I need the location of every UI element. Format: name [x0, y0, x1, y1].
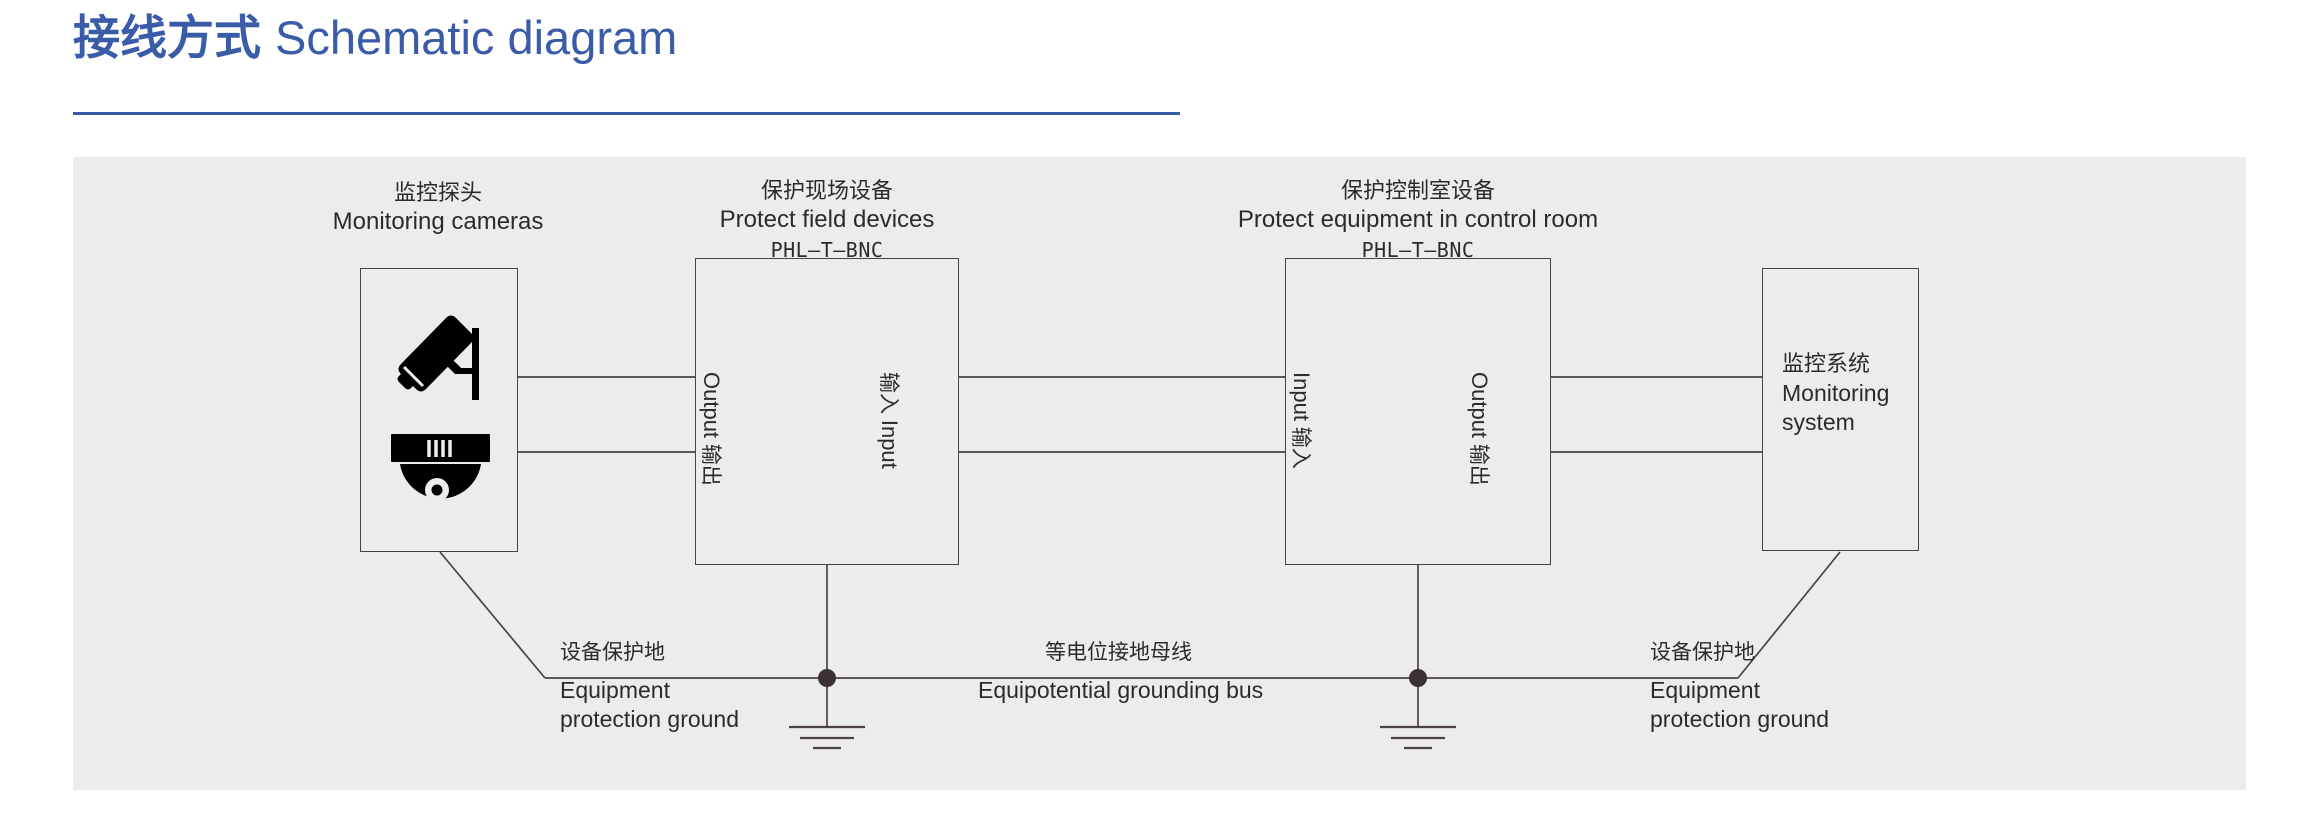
field-device-input-port-label: 输入 Input: [877, 372, 902, 469]
ground-left-label-cn: 设备保护地: [560, 640, 665, 666]
control-output-en: Output: [1467, 372, 1492, 439]
camera-caption-cn: 监控探头: [393, 180, 482, 205]
camera-caption-en: Monitoring cameras: [332, 207, 544, 235]
monitoring-system-en-2: system: [1782, 409, 1855, 436]
bullet-camera-icon: [383, 300, 498, 410]
field-input-en: Input: [877, 419, 902, 469]
ground-right-label-cn: 设备保护地: [1650, 640, 1755, 666]
control-device-caption-en: Protect equipment in control room: [1237, 205, 1599, 233]
control-device-caption-cn: 保护控制室设备: [1340, 178, 1495, 203]
ground-bus-label-en: Equipotential grounding bus: [978, 676, 1263, 705]
field-device-model: PHL–T–BNC: [770, 238, 884, 263]
control-device-box[interactable]: [1285, 258, 1551, 565]
dome-camera-icon: [388, 428, 493, 523]
ground-bus-cn-text: 等电位接地母线: [1045, 641, 1192, 664]
ground-bus-label-cn: 等电位接地母线: [1045, 640, 1192, 666]
field-device-box[interactable]: [695, 258, 959, 565]
control-input-cn: 输入: [1289, 426, 1312, 469]
control-device-output-port-label: Output 输出: [1467, 372, 1492, 486]
control-output-cn: 输出: [1467, 443, 1490, 486]
control-device-input-port-label: Input 输入: [1289, 372, 1314, 469]
ground-left-en-line2: protection ground: [560, 705, 740, 732]
control-device-model: PHL–T–BNC: [1361, 238, 1475, 263]
page-title-cn: 接线方式: [73, 11, 261, 64]
monitoring-system-cn: 监控系统: [1782, 351, 1871, 376]
field-device-caption: 保护现场设备 Protect field devices PHL–T–BNC: [645, 178, 1009, 262]
field-output-en: Output: [699, 372, 724, 439]
ground-right-cn-text: 设备保护地: [1650, 641, 1755, 664]
monitoring-system-label: 监控系统 Monitoring system: [1782, 350, 1912, 438]
ground-bus-en-text: Equipotential grounding bus: [978, 677, 1264, 703]
title-underline: [73, 112, 1180, 115]
field-device-caption-en: Protect field devices: [719, 205, 935, 233]
ground-right-label-en: Equipment protection ground: [1650, 676, 1829, 734]
camera-caption: 监控探头 Monitoring cameras: [228, 180, 648, 236]
field-device-output-port-label: Output 输出: [699, 372, 724, 486]
ground-right-en-line1: Equipment: [1650, 677, 1760, 703]
field-input-cn: 输入: [877, 372, 900, 414]
page-title: 接线方式 Schematic diagram: [73, 14, 1173, 114]
page-title-en: Schematic diagram: [275, 11, 678, 64]
monitoring-system-box[interactable]: [1762, 268, 1919, 551]
field-output-cn: 输出: [699, 443, 722, 486]
ground-right-en-line2: protection ground: [1650, 705, 1830, 732]
monitoring-system-en-1: Monitoring: [1782, 379, 1890, 406]
ground-left-label-en: Equipment protection ground: [560, 676, 739, 734]
camera-box[interactable]: [360, 268, 518, 552]
ground-left-en-line1: Equipment: [560, 677, 670, 703]
field-device-caption-cn: 保护现场设备: [760, 178, 893, 203]
control-device-caption: 保护控制室设备 Protect equipment in control roo…: [1180, 178, 1656, 262]
control-input-en: Input: [1289, 372, 1314, 421]
ground-left-cn-text: 设备保护地: [560, 641, 665, 664]
